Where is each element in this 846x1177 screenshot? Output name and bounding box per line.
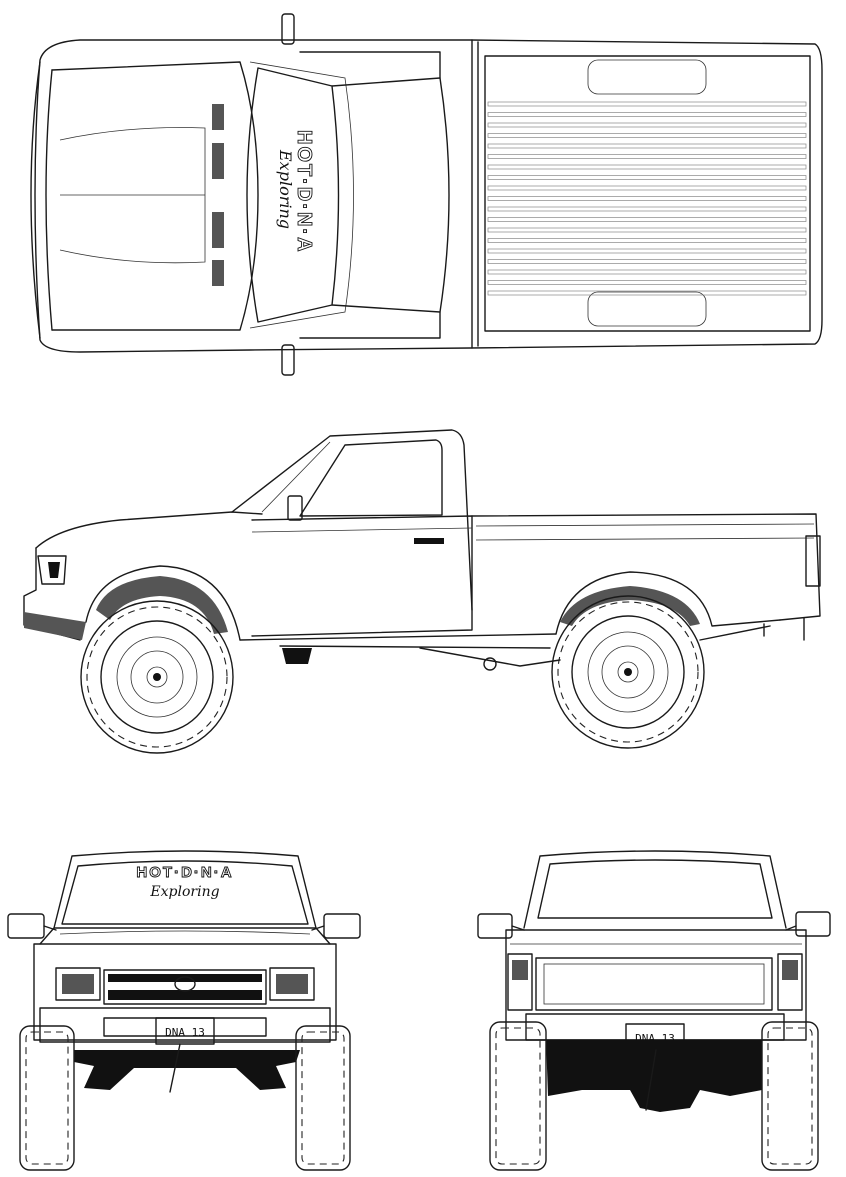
front-brand-text: HOT·D·N·A <box>136 864 233 881</box>
side-rear-wheel <box>551 595 705 749</box>
front-script-text: Exploring <box>149 884 219 900</box>
windshield-brand-text: HOT·D·N·A <box>293 130 315 254</box>
side-view <box>23 429 821 754</box>
windshield-script-text: Exploring <box>276 149 295 229</box>
front-plate-text: DNA 13 <box>165 1026 205 1039</box>
top-view: HOT·D·N·A Exploring <box>30 13 823 376</box>
side-front-wheel <box>80 600 234 754</box>
rear-view: DNA 13 <box>477 850 831 1171</box>
front-view: DNA 13 HOT·D·N·A Exploring <box>7 850 361 1171</box>
